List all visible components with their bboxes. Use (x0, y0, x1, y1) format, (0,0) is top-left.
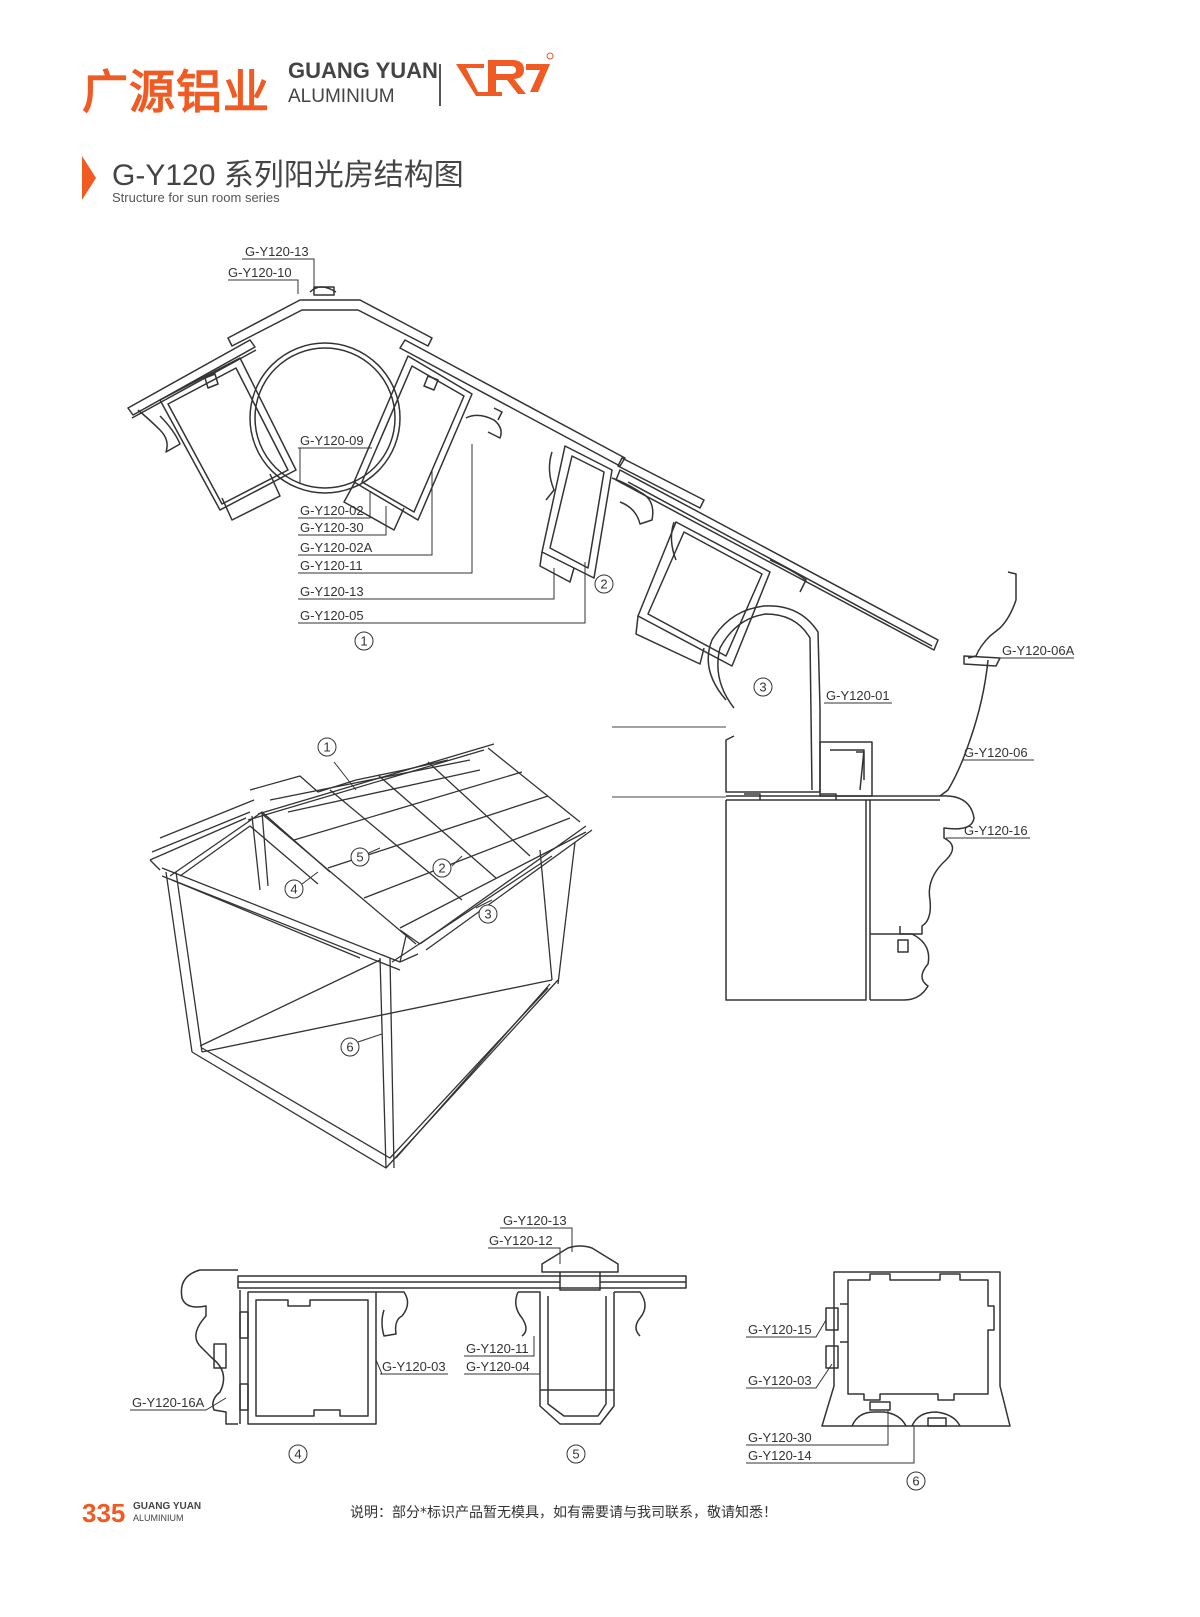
page-number: 335 (82, 1498, 126, 1528)
footer-brand-line1: GUANG YUAN (133, 1501, 202, 1512)
label-bottom-cover: G-Y120-13 (503, 1213, 567, 1228)
brand-name-cn: 广源铝业 (82, 65, 270, 119)
callout-5-iso: 5 (356, 850, 363, 865)
callout-5-detail: 5 (572, 1447, 579, 1462)
label-bottom-clip: G-Y120-11 (466, 1341, 529, 1356)
eave-detail (635, 521, 1017, 1001)
roof-glass-panel (615, 469, 939, 651)
callout-4-iso: 4 (290, 882, 297, 897)
sunroom-isometric (149, 743, 593, 1169)
page-subtitle: Structure for sun room series (112, 190, 280, 205)
footer-note: 说明：部分*标识产品暂无模具，如有需要请与我司联系，敬请知悉！ (350, 1505, 777, 1521)
label-column-gasket: G-Y120-30 (748, 1430, 812, 1445)
label-column-frame: G-Y120-03 (748, 1373, 812, 1388)
gable-section-detail (180, 1245, 687, 1425)
brand-separator (439, 64, 441, 106)
label-ridge-tube: G-Y120-09 (300, 433, 364, 448)
label-rafter-a: G-Y120-02A (300, 540, 373, 555)
callout-6-detail: 6 (912, 1474, 919, 1489)
callout-1-iso: 1 (323, 740, 330, 755)
callout-3-detail: 3 (759, 680, 766, 695)
label-trim: G-Y120-16 (964, 823, 1028, 838)
label-column-head: G-Y120-01 (826, 688, 890, 703)
label-bottom-cap: G-Y120-12 (489, 1233, 553, 1248)
label-clip: G-Y120-11 (300, 558, 363, 573)
callout-4-detail: 4 (294, 1447, 301, 1462)
callout-1-detail: 1 (360, 634, 367, 649)
ridge-section-detail (127, 286, 626, 531)
brand-logo (456, 52, 554, 96)
label-bottom-frame: G-Y120-03 (382, 1359, 446, 1374)
column-section-detail (821, 1271, 1011, 1427)
title-marker-icon (82, 156, 96, 200)
callout-3-iso: 3 (484, 907, 491, 922)
label-gutter: G-Y120-06 (964, 745, 1028, 760)
footer-brand-line2: ALUMINIUM (133, 1513, 184, 1523)
brand-name-en-line2: ALUMINIUM (288, 86, 395, 107)
label-column-insert: G-Y120-15 (748, 1322, 812, 1337)
callout-6-iso: 6 (346, 1040, 353, 1055)
label-bottom-trim: G-Y120-16A (132, 1395, 205, 1410)
callout-2-detail: 2 (600, 577, 607, 592)
label-gasket: G-Y120-30 (300, 520, 364, 535)
label-beam: G-Y120-05 (300, 608, 364, 623)
label-bottom-purlin: G-Y120-04 (466, 1359, 530, 1374)
label-column-base: G-Y120-14 (748, 1448, 812, 1463)
page-title: G-Y120 系列阳光房结构图 (112, 159, 464, 192)
mid-rafter-detail (539, 445, 705, 583)
label-ridge-cap: G-Y120-13 (245, 244, 309, 259)
label-gutter-a: G-Y120-06A (1002, 643, 1075, 658)
label-ridge-profile: G-Y120-10 (228, 265, 292, 280)
label-rafter: G-Y120-02 (300, 503, 364, 518)
callout-2-iso: 2 (438, 861, 445, 876)
brand-name-en-line1: GUANG YUAN (288, 58, 438, 83)
label-cover: G-Y120-13 (300, 584, 364, 599)
